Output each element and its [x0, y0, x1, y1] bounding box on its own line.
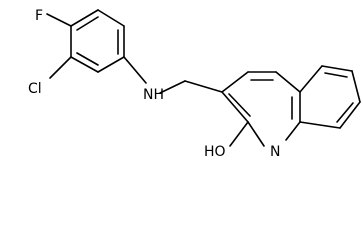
bond	[275, 71, 301, 93]
bond	[97, 9, 125, 27]
chemical-structure-diagram: F Cl NH N HO	[28, 8, 361, 157]
bond	[184, 80, 223, 93]
bond	[221, 71, 249, 93]
quinoline-ring	[221, 65, 361, 147]
ring-nitrogen-atom-label: N	[270, 144, 280, 157]
bond	[76, 52, 99, 66]
bond	[123, 56, 147, 84]
bond	[46, 13, 72, 27]
bond	[229, 121, 249, 147]
bond	[97, 56, 125, 73]
bond	[324, 72, 348, 78]
bond	[228, 93, 251, 117]
amine-atom-label: NH	[143, 87, 164, 103]
bond	[70, 9, 99, 27]
bond	[159, 80, 186, 94]
bond	[321, 65, 353, 72]
bond	[339, 101, 361, 129]
fluorine-atom-label: F	[35, 8, 43, 24]
bond	[70, 56, 99, 73]
bond	[247, 121, 265, 147]
bond	[299, 121, 341, 129]
hydroxyl-atom-label: HO	[204, 144, 226, 157]
bond	[285, 121, 301, 141]
bond	[336, 102, 354, 123]
bond	[49, 56, 72, 79]
chlorine-atom-label: Cl	[28, 81, 42, 97]
bond	[351, 70, 361, 103]
bond	[76, 16, 99, 31]
bond	[221, 91, 249, 123]
bond	[299, 65, 323, 93]
aryl-ring	[70, 9, 125, 73]
